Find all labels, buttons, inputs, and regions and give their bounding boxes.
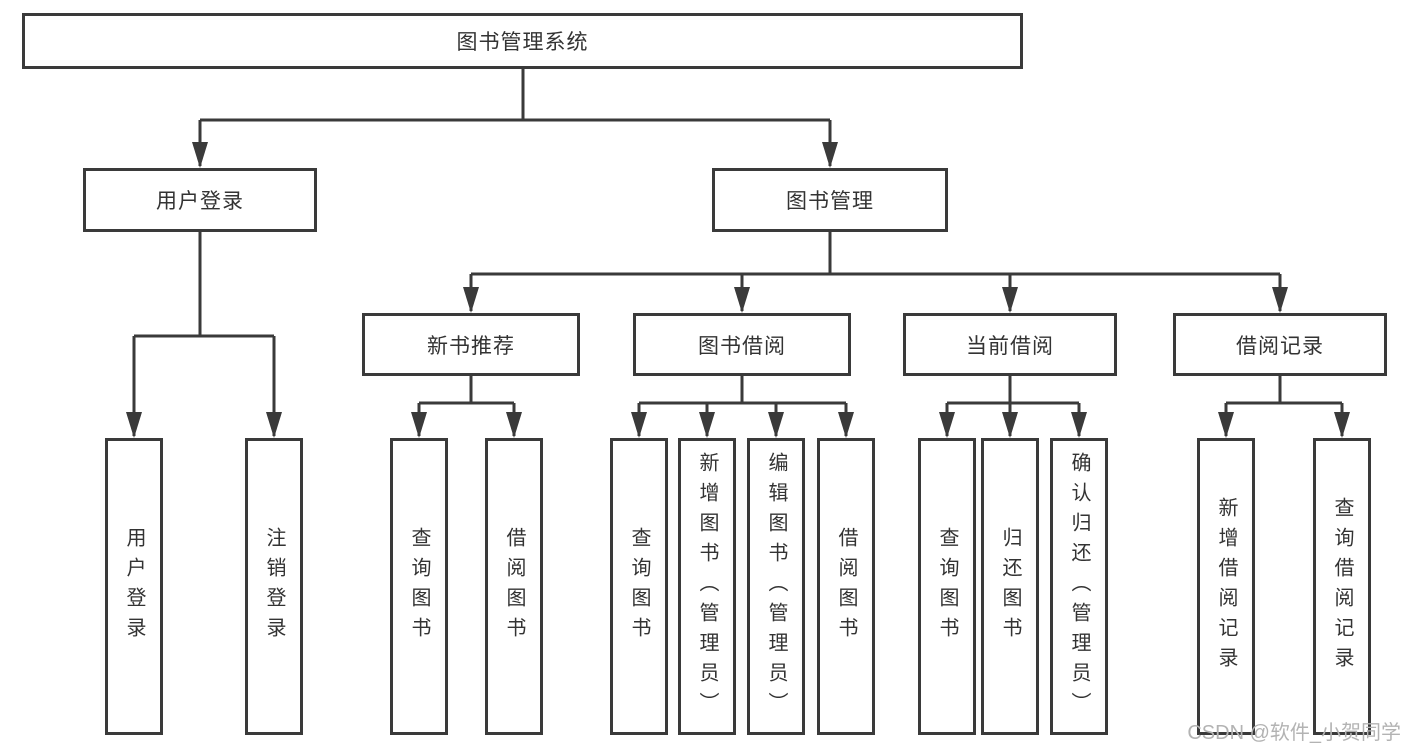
node-leaf-borrow-books-2: 借阅图书: [817, 438, 875, 735]
node-leaf-add-books-admin: 新增图书（管理员）: [678, 438, 736, 735]
node-leaf-borrow-books-1: 借阅图书: [485, 438, 543, 735]
node-leaf-add-borrow-record: 新增借阅记录: [1197, 438, 1255, 735]
arrowhead-down: [822, 142, 838, 168]
arrowhead-down: [768, 412, 784, 438]
node-label: 编辑图书（管理员）: [765, 451, 787, 722]
csdn-watermark: CSDN @软件_小贺同学: [1187, 722, 1401, 744]
node-leaf-logout: 注销登录: [245, 438, 303, 735]
arrowhead-down: [734, 287, 750, 313]
node-label: 图书管理系统: [456, 31, 589, 54]
node-library-system: 图书管理系统: [22, 13, 1023, 69]
node-label: 借阅图书: [835, 526, 857, 647]
node-leaf-query-borrow-record: 查询借阅记录: [1313, 438, 1371, 735]
arrowhead-down: [939, 412, 955, 438]
arrowhead-down: [1071, 412, 1087, 438]
node-leaf-query-books-1: 查询图书: [390, 438, 448, 735]
arrowhead-down: [266, 412, 282, 438]
node-label: 查询图书: [408, 526, 430, 647]
arrowhead-down: [1218, 412, 1234, 438]
node-leaf-query-books-3: 查询图书: [918, 438, 976, 735]
arrowhead-down: [1272, 287, 1288, 313]
node-label: 借阅图书: [503, 526, 525, 647]
node-label: 查询图书: [936, 526, 958, 647]
node-leaf-return-books: 归还图书: [981, 438, 1039, 735]
node-label: 查询图书: [628, 526, 650, 647]
arrowhead-down: [1002, 412, 1018, 438]
arrowhead-down: [631, 412, 647, 438]
node-label: 新书推荐: [427, 334, 515, 358]
node-label: 新增借阅记录: [1215, 496, 1237, 677]
node-label: 新增图书（管理员）: [696, 451, 718, 722]
node-label: 注销登录: [263, 526, 285, 647]
node-book-borrow: 图书借阅: [633, 313, 851, 376]
arrowhead-down: [463, 287, 479, 313]
arrowhead-down: [192, 142, 208, 168]
arrowhead-down: [1002, 287, 1018, 313]
arrowhead-down: [126, 412, 142, 438]
node-label: 归还图书: [999, 526, 1021, 647]
arrowhead-down: [1334, 412, 1350, 438]
node-leaf-query-books-2: 查询图书: [610, 438, 668, 735]
node-label: 当前借阅: [966, 334, 1054, 358]
arrowhead-down: [411, 412, 427, 438]
node-borrow-records: 借阅记录: [1173, 313, 1387, 376]
node-leaf-user-login: 用户登录: [105, 438, 163, 735]
node-user-login: 用户登录: [83, 168, 317, 232]
node-label: 用户登录: [123, 526, 145, 647]
node-label: 图书借阅: [698, 334, 786, 358]
arrowhead-down: [506, 412, 522, 438]
arrowhead-down: [699, 412, 715, 438]
node-current-borrow: 当前借阅: [903, 313, 1117, 376]
node-leaf-edit-books-admin: 编辑图书（管理员）: [747, 438, 805, 735]
node-label: 确认归还（管理员）: [1068, 451, 1090, 722]
node-label: 借阅记录: [1236, 334, 1324, 358]
node-label: 图书管理: [786, 190, 874, 213]
node-label: 用户登录: [156, 190, 244, 213]
node-leaf-confirm-return-admin: 确认归还（管理员）: [1050, 438, 1108, 735]
node-label: 查询借阅记录: [1331, 496, 1353, 677]
arrowhead-down: [838, 412, 854, 438]
node-new-book-recommend: 新书推荐: [362, 313, 580, 376]
node-book-management: 图书管理: [712, 168, 948, 232]
